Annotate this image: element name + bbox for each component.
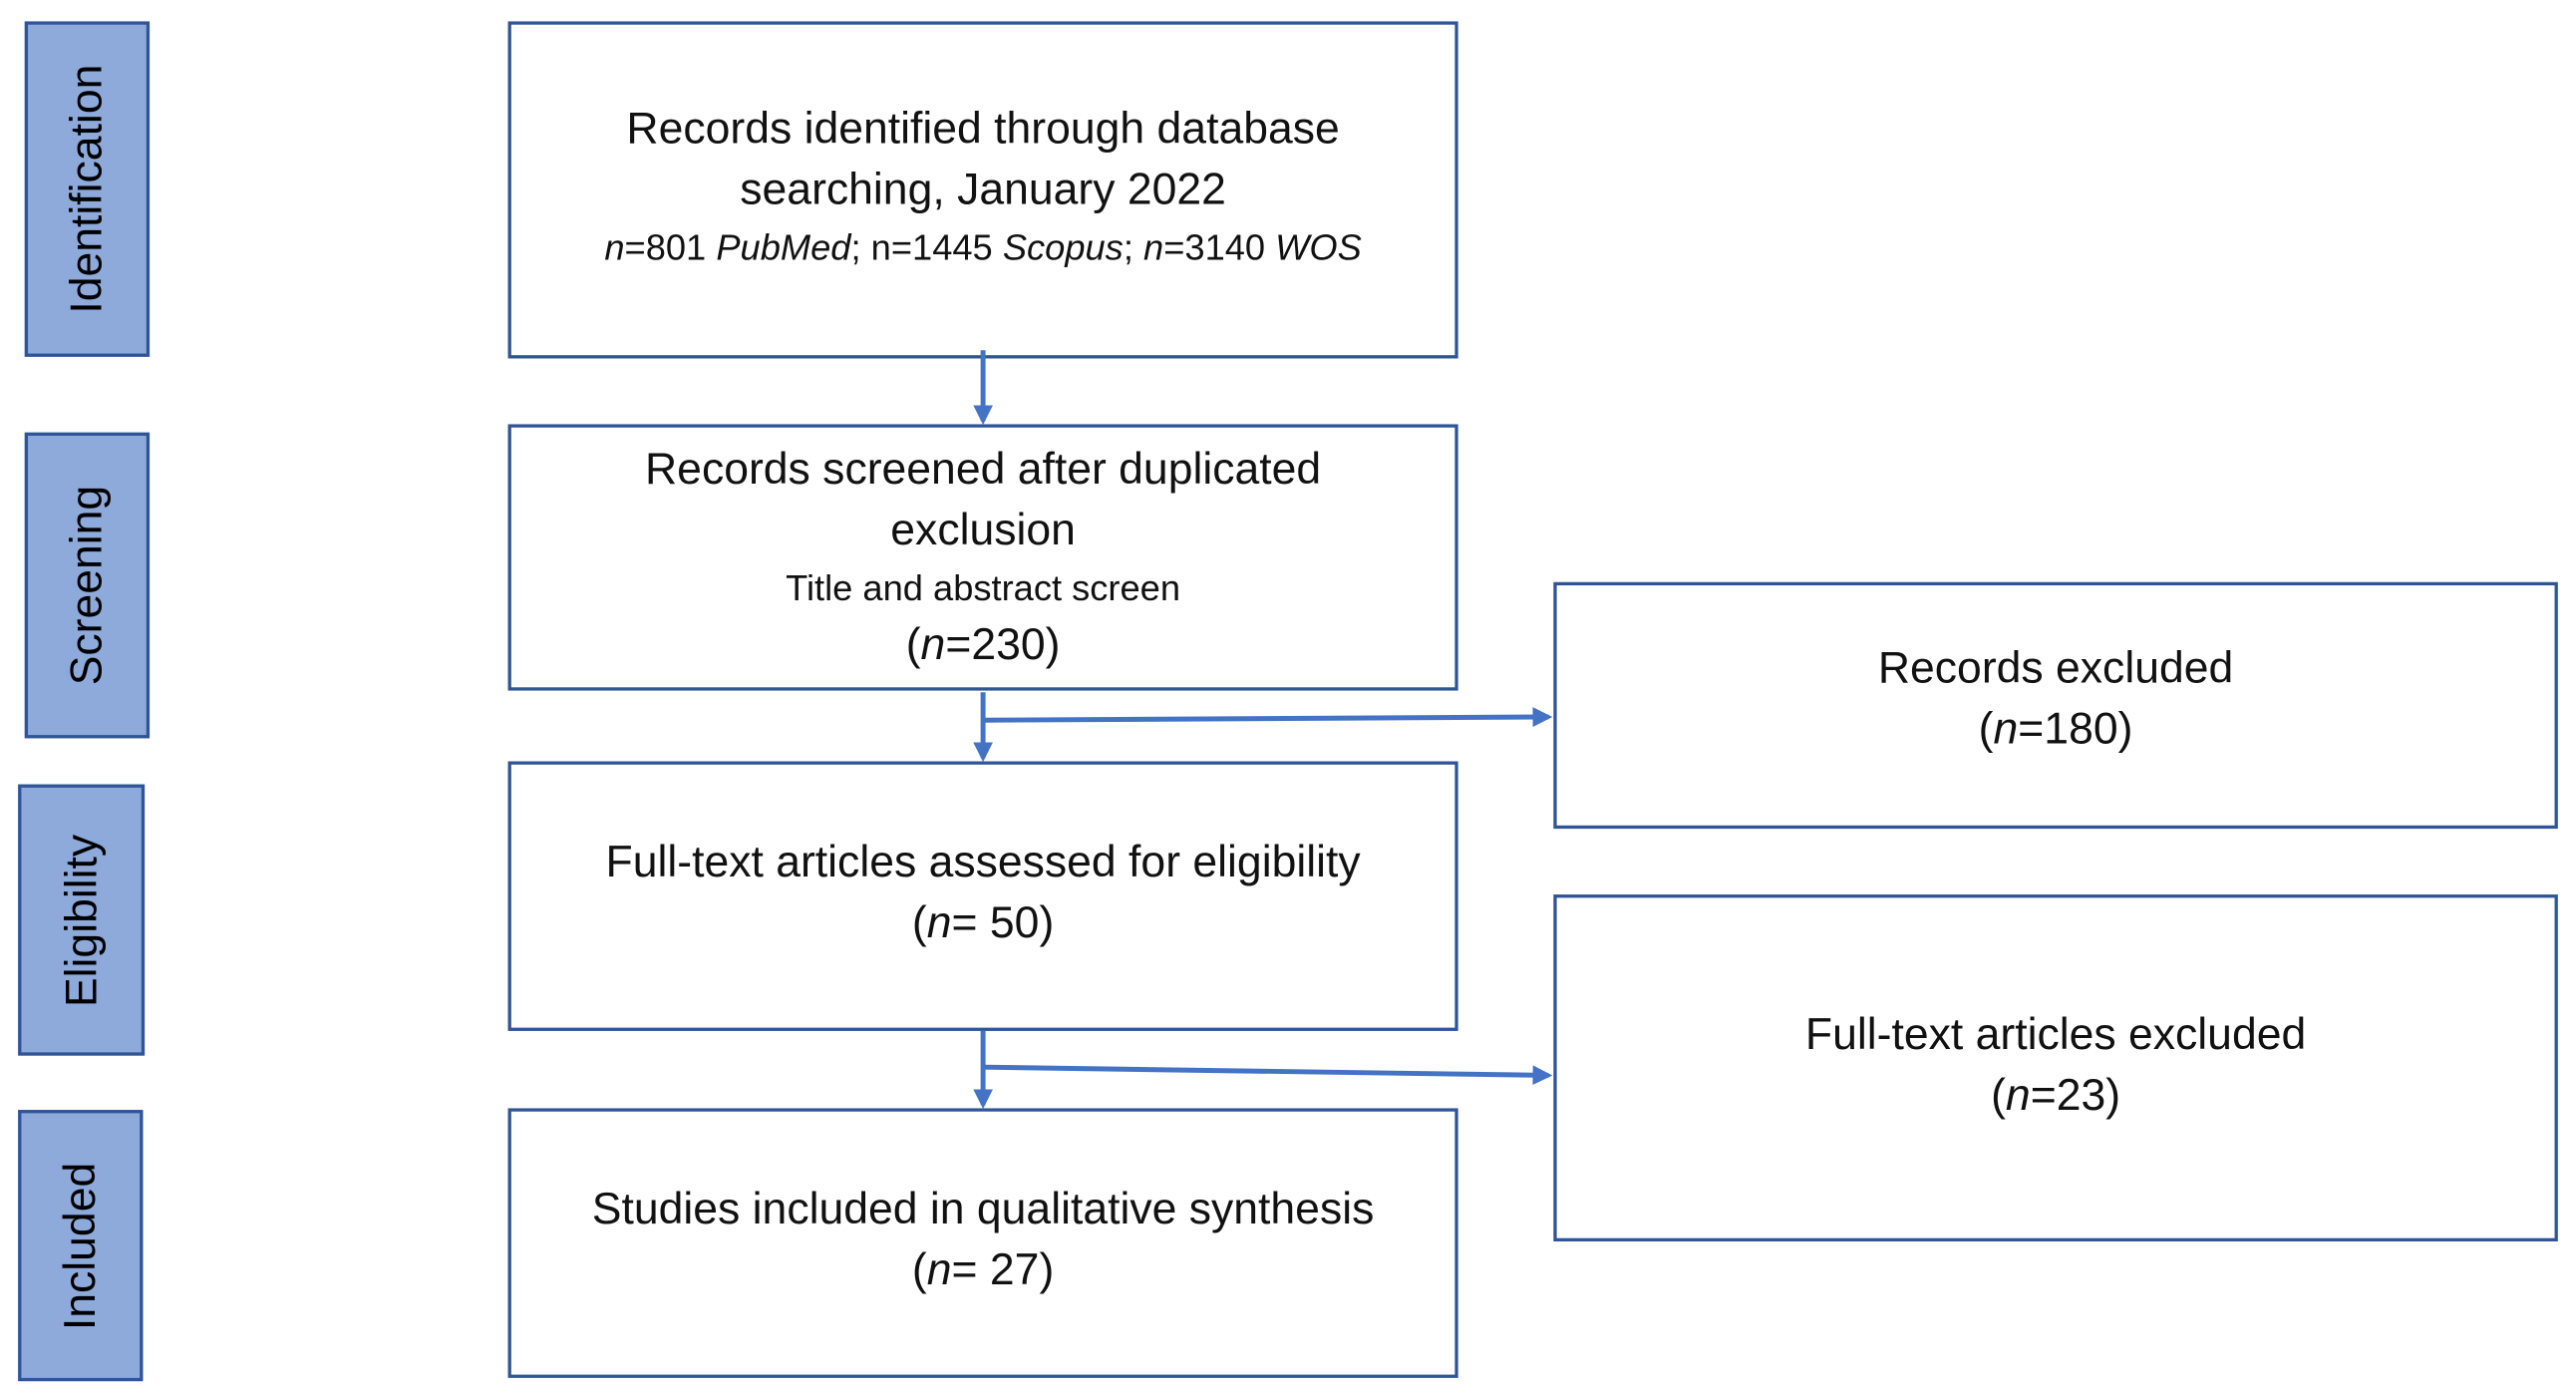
database-sources: n=801 PubMed; n=1445 Scopus; n=3140 WOS	[604, 220, 1362, 274]
source-n-label: n	[1143, 226, 1164, 268]
phase-screening: Screening	[24, 432, 151, 739]
fulltext-assessed-line1: Full-text articles assessed for eligibil…	[605, 837, 1361, 886]
studies-included-count: (n= 27)	[911, 1244, 1055, 1294]
n-value: = 50	[951, 897, 1040, 947]
n-label: n	[926, 897, 952, 947]
n-label: n	[1993, 703, 2019, 754]
records-screened-line1: Records screened after duplicated	[645, 444, 1322, 494]
records-identified-line2: searching, January 2022	[740, 164, 1226, 214]
fulltext-excluded-count: (n=23)	[1991, 1069, 2121, 1120]
records-excluded-box: Records excluded (n=180)	[1553, 581, 2558, 830]
n-label: n	[926, 1244, 952, 1294]
n-value: =23	[2030, 1069, 2106, 1120]
records-screened-count: (n=230)	[905, 619, 1061, 670]
fulltext-assessed-count: (n= 50)	[911, 897, 1055, 947]
source-db: Scopus	[1002, 226, 1124, 268]
source-n-label: n	[604, 226, 625, 268]
source-separator: ;	[1123, 226, 1144, 268]
records-excluded-line1: Records excluded	[1877, 642, 2234, 693]
n-value: = 27	[951, 1244, 1040, 1294]
records-screened-line2: exclusion	[890, 505, 1076, 554]
arrow-fulltext-to-excluded	[983, 1064, 1553, 1086]
source-count: =3140	[1163, 226, 1276, 268]
fulltext-excluded-line1: Full-text articles excluded	[1804, 1008, 2307, 1059]
source-db: WOS	[1275, 226, 1362, 268]
source-count: =1445	[890, 226, 1003, 268]
arrow-screened-to-excluded	[983, 707, 1553, 727]
records-identified-line1: Records identified through database	[626, 103, 1340, 154]
phase-identification: Identification	[24, 21, 151, 357]
records-screened-box: Records screened after duplicated exclus…	[507, 424, 1458, 691]
records-excluded-count: (n=180)	[1978, 703, 2133, 754]
studies-included-line1: Studies included in qualitative synthesi…	[591, 1184, 1375, 1233]
n-value: =180	[2018, 703, 2118, 754]
fulltext-excluded-box: Full-text articles excluded (n=23)	[1553, 894, 2558, 1241]
records-screened-line3: Title and abstract screen	[786, 566, 1181, 609]
source-db: PubMed	[716, 226, 851, 268]
source-count: =801	[624, 226, 717, 268]
n-value: =230	[945, 619, 1046, 670]
n-label: n	[2005, 1069, 2031, 1120]
fulltext-assessed-box: Full-text articles assessed for eligibil…	[507, 761, 1458, 1031]
source-n-label: n	[870, 226, 891, 268]
records-identified-box: Records identified through database sear…	[507, 21, 1458, 359]
source-separator: ;	[850, 226, 871, 268]
studies-included-box: Studies included in qualitative synthesi…	[507, 1108, 1458, 1378]
phase-included: Included	[18, 1110, 144, 1382]
phase-eligibility: Eligibility	[18, 784, 146, 1056]
n-label: n	[920, 619, 946, 670]
